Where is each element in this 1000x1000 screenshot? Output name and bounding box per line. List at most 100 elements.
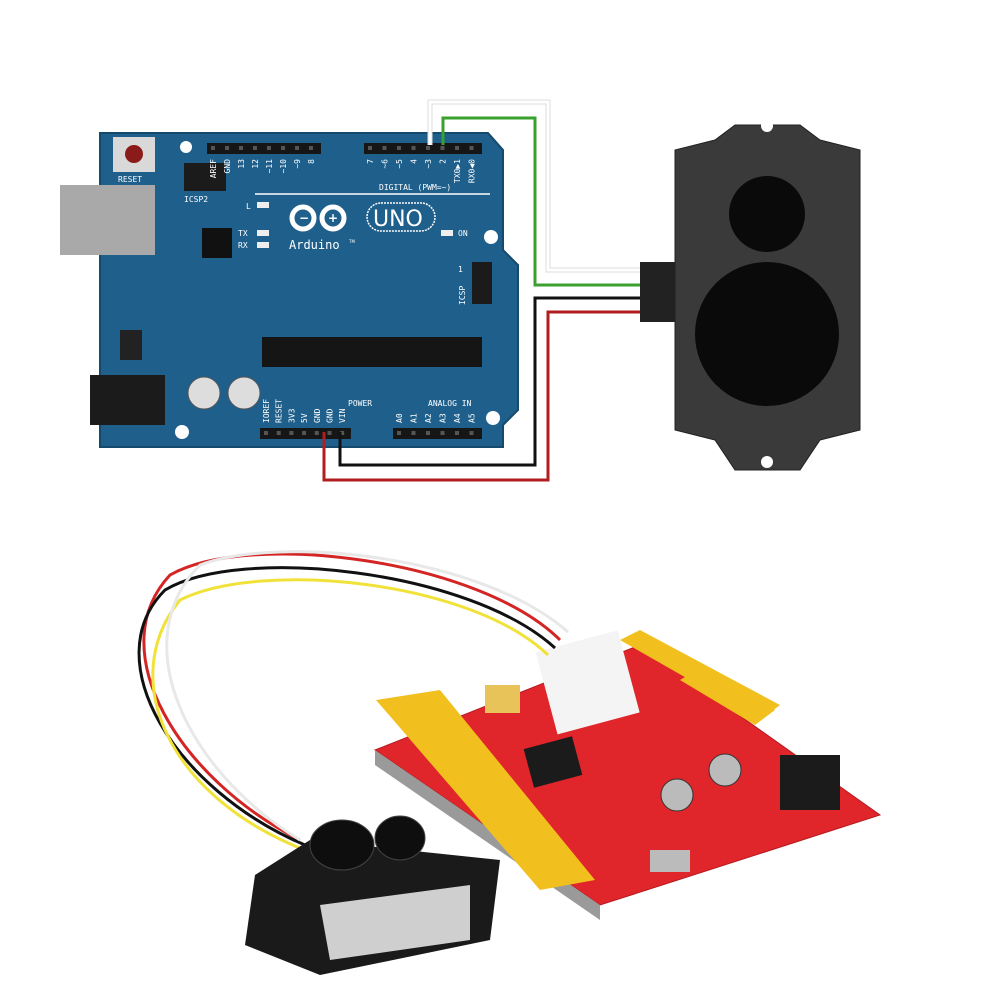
wires bbox=[322, 99, 640, 482]
pin-label: A4 bbox=[453, 413, 462, 423]
header-pin bbox=[309, 146, 313, 150]
usb-port bbox=[60, 185, 155, 255]
header-pin bbox=[225, 146, 229, 150]
usb-chip bbox=[202, 228, 232, 258]
pin-label: A0 bbox=[395, 413, 404, 423]
header-pin bbox=[289, 431, 294, 435]
pin-label: VIN bbox=[338, 408, 347, 423]
header-pin bbox=[276, 431, 281, 435]
uno-label: UNO bbox=[373, 207, 423, 232]
capacitor bbox=[187, 376, 221, 410]
header-pin bbox=[397, 431, 401, 435]
pin-label: 13 bbox=[237, 159, 246, 169]
pin-label: IOREF bbox=[262, 399, 271, 423]
sensor-emitter-lens bbox=[729, 176, 805, 252]
mount-hole bbox=[484, 230, 498, 244]
pin-label: GND bbox=[223, 159, 232, 174]
yellow-header bbox=[376, 690, 595, 890]
pin-label: TX0▶1 bbox=[453, 159, 462, 183]
photo-tf-mini-sensor bbox=[245, 815, 500, 975]
header-pin bbox=[340, 431, 345, 435]
reset-button-cap bbox=[125, 145, 143, 163]
header-pin bbox=[426, 146, 430, 150]
reset-label: RESET bbox=[118, 175, 142, 184]
pin-label: 7 bbox=[366, 159, 375, 164]
analog-label: ANALOG IN bbox=[428, 399, 472, 408]
wire-black bbox=[338, 296, 640, 467]
mount-hole bbox=[175, 425, 189, 439]
header-pin bbox=[368, 146, 372, 150]
pin-label: 4 bbox=[410, 159, 419, 164]
header-pin bbox=[455, 146, 459, 150]
pin-label: A3 bbox=[439, 413, 448, 423]
digital-left-header bbox=[207, 143, 321, 154]
pin-label: ~6 bbox=[381, 159, 390, 169]
pin-label: RX0◀0 bbox=[468, 159, 477, 183]
led-on-label: ON bbox=[458, 229, 468, 238]
led-rx-label: RX bbox=[238, 241, 248, 250]
header-pin bbox=[469, 431, 474, 435]
photo-cable bbox=[137, 550, 569, 854]
pin-header bbox=[485, 685, 520, 713]
pin-label: GND bbox=[326, 408, 335, 423]
svg-text:Arduino: Arduino bbox=[289, 238, 340, 252]
header-pin bbox=[302, 431, 307, 435]
tf-mini-lidar-sensor bbox=[640, 120, 861, 471]
header-pin bbox=[267, 146, 271, 150]
chip bbox=[523, 736, 583, 788]
header-pin bbox=[314, 431, 319, 435]
icsp-label: ICSP bbox=[458, 286, 467, 305]
led-l-label: L bbox=[246, 202, 251, 211]
header-pin bbox=[239, 146, 243, 150]
header-pin bbox=[382, 146, 387, 150]
analog-header bbox=[393, 428, 482, 439]
icsp-pin1: 1 bbox=[458, 265, 463, 274]
microcontroller-chip bbox=[262, 337, 482, 367]
sensor-receiver-lens bbox=[695, 262, 839, 406]
svg-text:−: − bbox=[299, 211, 309, 225]
header-pin bbox=[281, 146, 285, 150]
pin-label: 8 bbox=[307, 159, 316, 164]
header-pin bbox=[440, 146, 445, 150]
header-pin bbox=[469, 146, 474, 150]
header-pin bbox=[426, 431, 430, 435]
arduino-logo: − + Arduino TM bbox=[289, 204, 355, 252]
pin-label: 5V bbox=[300, 413, 309, 423]
wire-red bbox=[322, 310, 640, 482]
pin-label: ~5 bbox=[395, 159, 404, 169]
led-on bbox=[441, 230, 453, 236]
svg-text:TM: TM bbox=[348, 239, 355, 244]
header-pin bbox=[411, 146, 416, 150]
sensor-connector bbox=[640, 262, 675, 322]
dc-jack bbox=[780, 755, 840, 810]
icsp-header bbox=[472, 262, 492, 304]
mount-hole bbox=[180, 141, 192, 153]
pin-label: A1 bbox=[410, 413, 419, 423]
digital-label: DIGITAL (PWM=~) bbox=[379, 183, 451, 192]
pin-label: GND bbox=[313, 408, 322, 423]
capacitor bbox=[227, 376, 261, 410]
pin-label: ~11 bbox=[265, 159, 274, 174]
pin-label: 12 bbox=[251, 159, 260, 169]
pin-label: AREF bbox=[209, 159, 218, 178]
pin-label: ~9 bbox=[293, 159, 302, 169]
pin-label: A2 bbox=[424, 413, 433, 423]
power-jack bbox=[90, 375, 165, 425]
grove-connector bbox=[535, 630, 640, 735]
pin-label: A5 bbox=[468, 413, 477, 423]
header-pin bbox=[440, 431, 445, 435]
header-pin bbox=[295, 146, 299, 150]
pin-label: 3V3 bbox=[287, 408, 296, 423]
pin-label: ~10 bbox=[279, 159, 288, 174]
header-pin bbox=[264, 431, 268, 435]
header-pin bbox=[455, 431, 459, 435]
header-pin bbox=[397, 146, 401, 150]
pin-label: ~3 bbox=[424, 159, 433, 169]
led-tx bbox=[257, 230, 269, 236]
photo-red-arduino-board bbox=[373, 630, 882, 920]
header-pin bbox=[411, 431, 416, 435]
icsp2-label: ICSP2 bbox=[184, 195, 208, 204]
header-pin bbox=[327, 431, 332, 435]
